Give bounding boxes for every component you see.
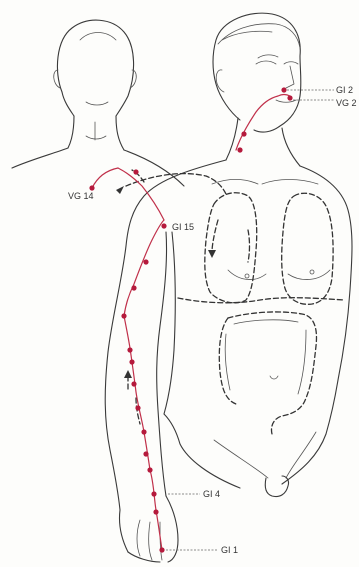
label-gi2: GI 2 <box>336 85 353 95</box>
large-intestine-outline <box>219 312 316 434</box>
meridian-path-neck <box>236 95 290 151</box>
label-gi15: GI 15 <box>172 222 194 232</box>
point-gi15 <box>161 223 166 228</box>
arrow-up-forearm <box>124 370 132 378</box>
label-vg2: VG 2 <box>336 98 357 108</box>
point-vg14 <box>89 185 94 190</box>
meridian-path-arm <box>124 220 164 550</box>
point-gi4 <box>151 491 156 496</box>
leader-lines <box>166 90 334 550</box>
meridian-path-vg14 <box>92 168 118 188</box>
back-view-figure <box>12 20 184 186</box>
label-vg14: VG 14 <box>68 191 94 201</box>
label-gi1: GI 1 <box>221 545 238 555</box>
point-gi2 <box>281 87 286 92</box>
arrow-to-vg14 <box>116 186 124 194</box>
point-gi1 <box>159 547 164 552</box>
label-gi4: GI 4 <box>203 489 220 499</box>
arrow-down-lung <box>208 250 216 258</box>
lung-outlines <box>205 193 333 305</box>
point-vg2 <box>287 95 292 100</box>
front-view-figure <box>105 13 352 562</box>
